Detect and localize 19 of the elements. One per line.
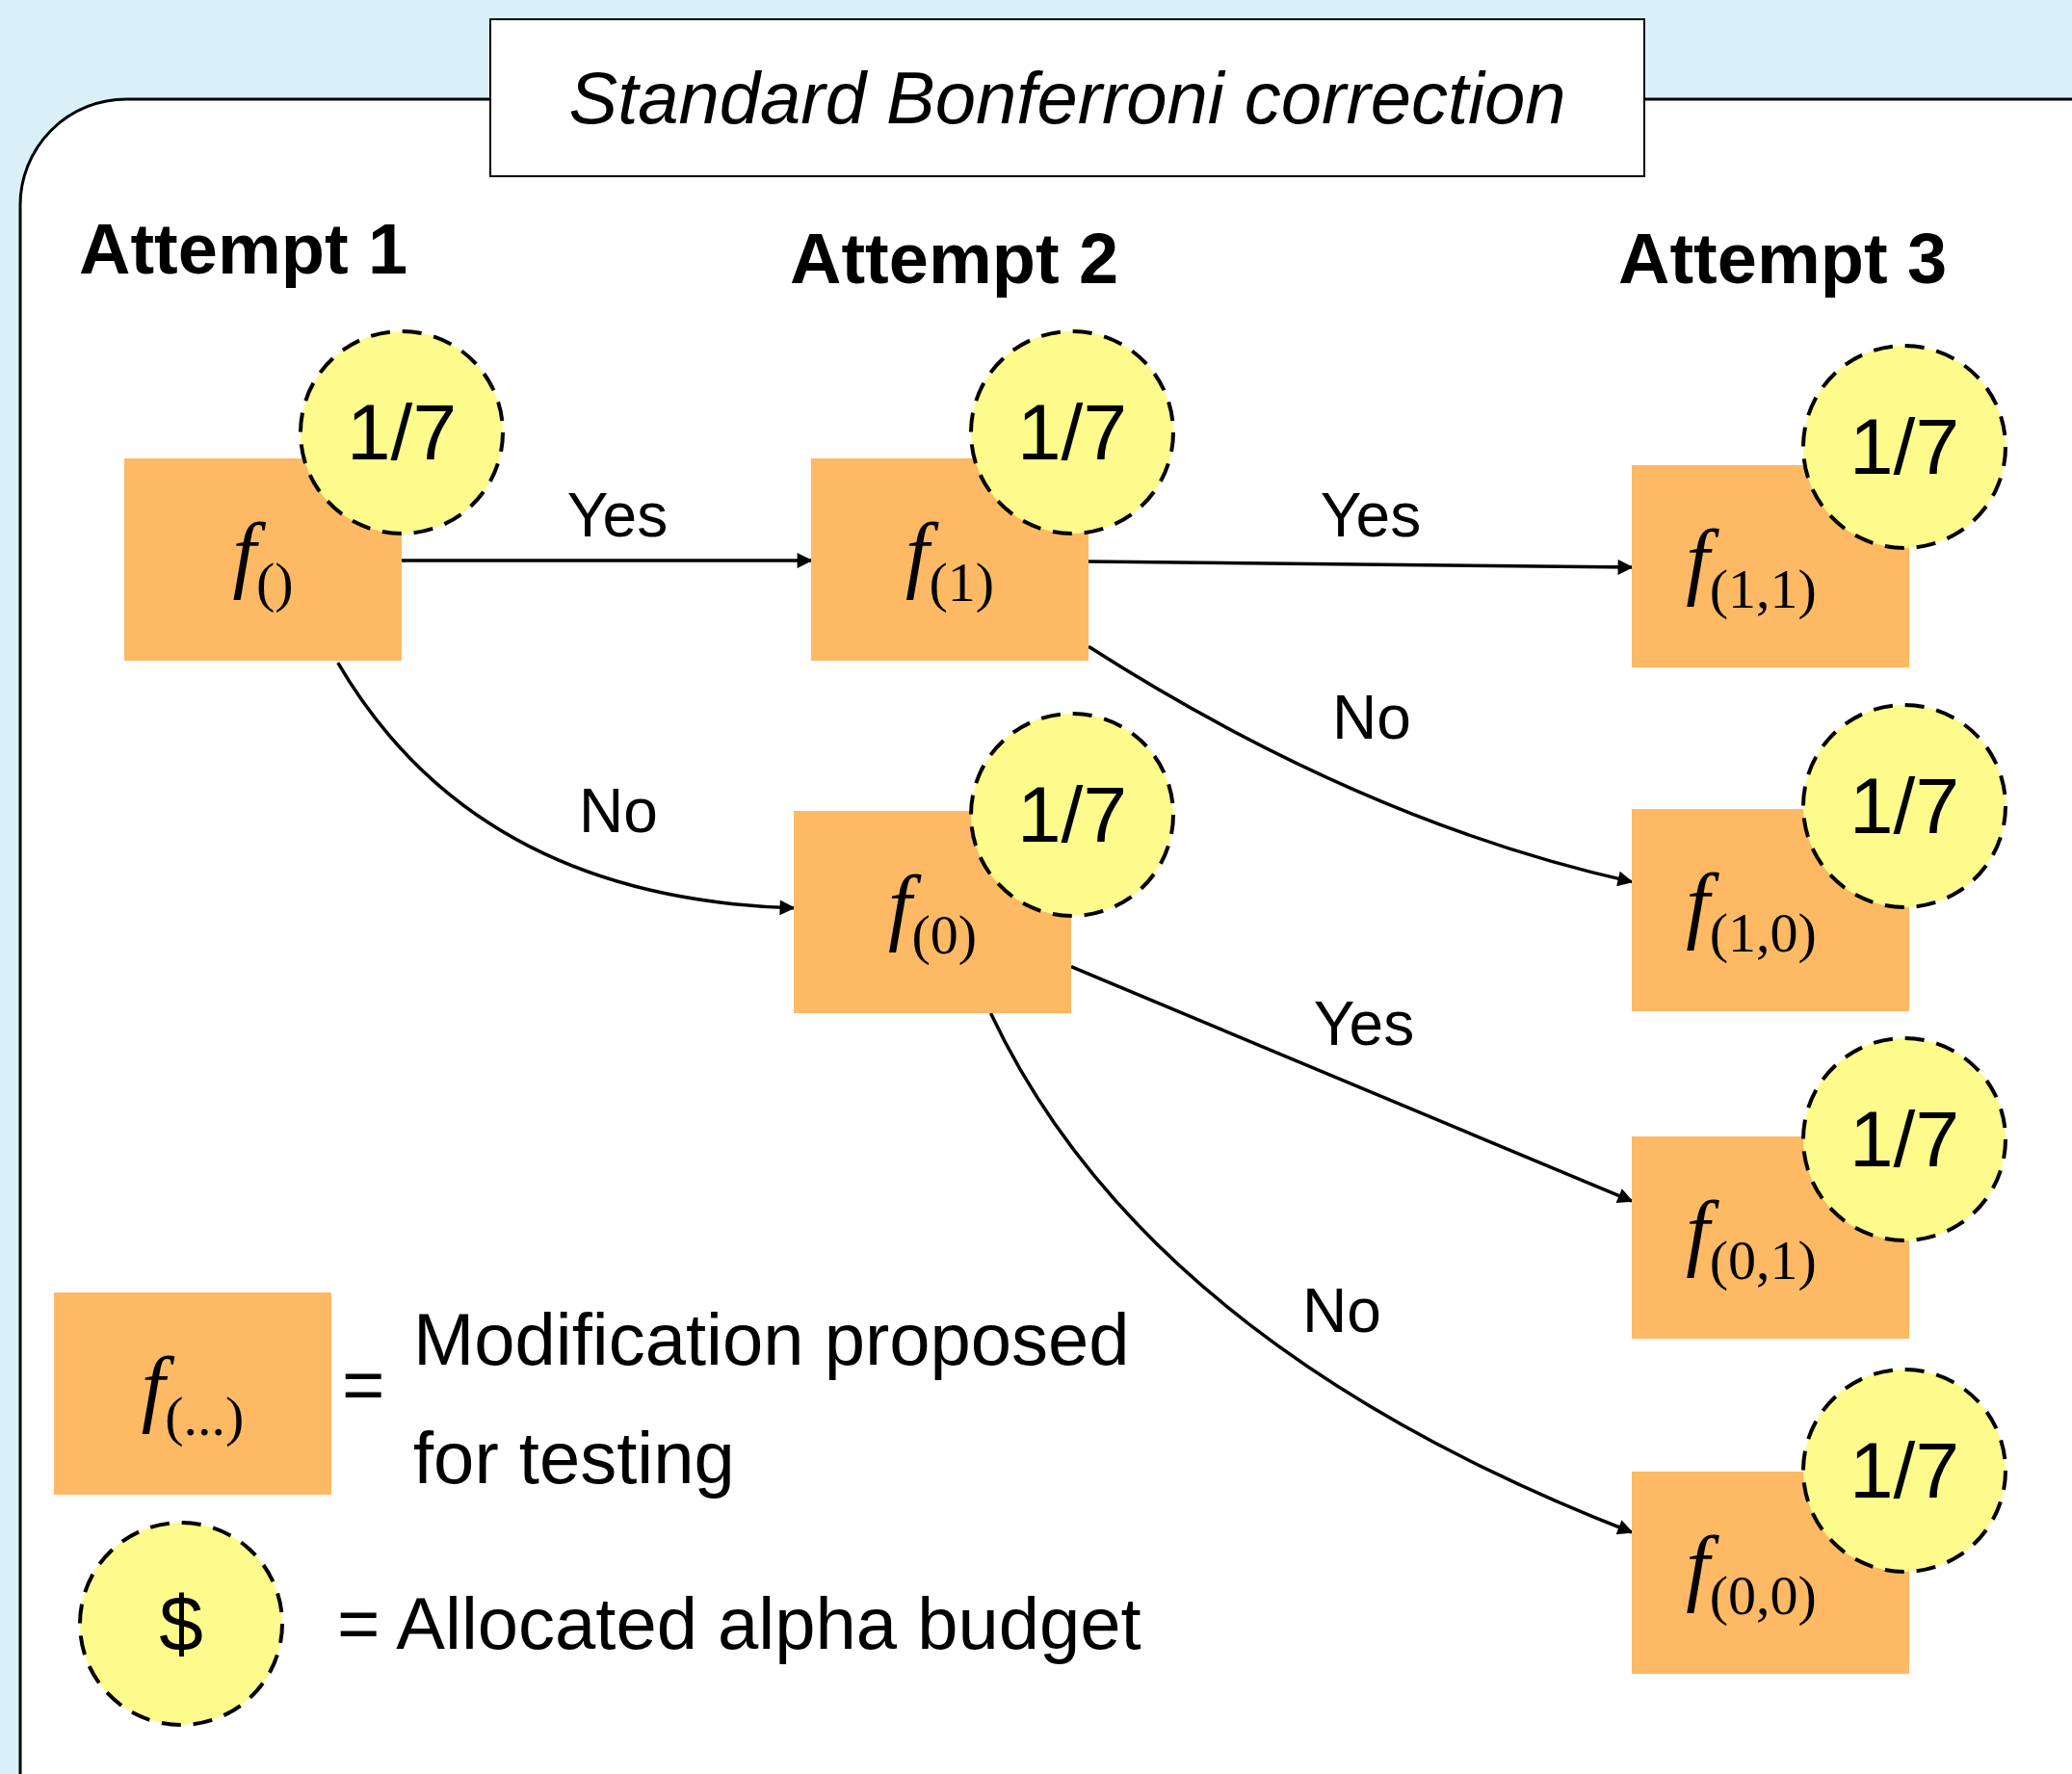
arrow — [336, 662, 796, 915]
legend-text: = Allocated alpha budget — [337, 1581, 1142, 1666]
title: Standard Bonferroni correction — [489, 18, 1645, 177]
arrow — [1088, 644, 1634, 886]
budget-circle: 1/7 — [969, 712, 1175, 918]
proposal-box: f$_{(...)}$ — [54, 1292, 331, 1495]
budget-circle: $ — [78, 1521, 284, 1727]
arrow — [402, 553, 813, 569]
legend-text: Modification proposed for testing — [413, 1297, 1131, 1500]
arrow — [1070, 965, 1634, 1203]
budget-circle: 1/7 — [1801, 703, 2007, 909]
budget-circle: 1/7 — [969, 329, 1175, 535]
budget-circle: 1/7 — [1801, 1036, 2007, 1242]
arrow — [1088, 559, 1634, 575]
budget-circle: 1/7 — [299, 329, 505, 535]
equals-sign: = — [342, 1348, 385, 1422]
arrow — [988, 1012, 1634, 1534]
budget-circle: 1/7 — [1801, 344, 2007, 550]
budget-circle: 1/7 — [1801, 1368, 2007, 1574]
